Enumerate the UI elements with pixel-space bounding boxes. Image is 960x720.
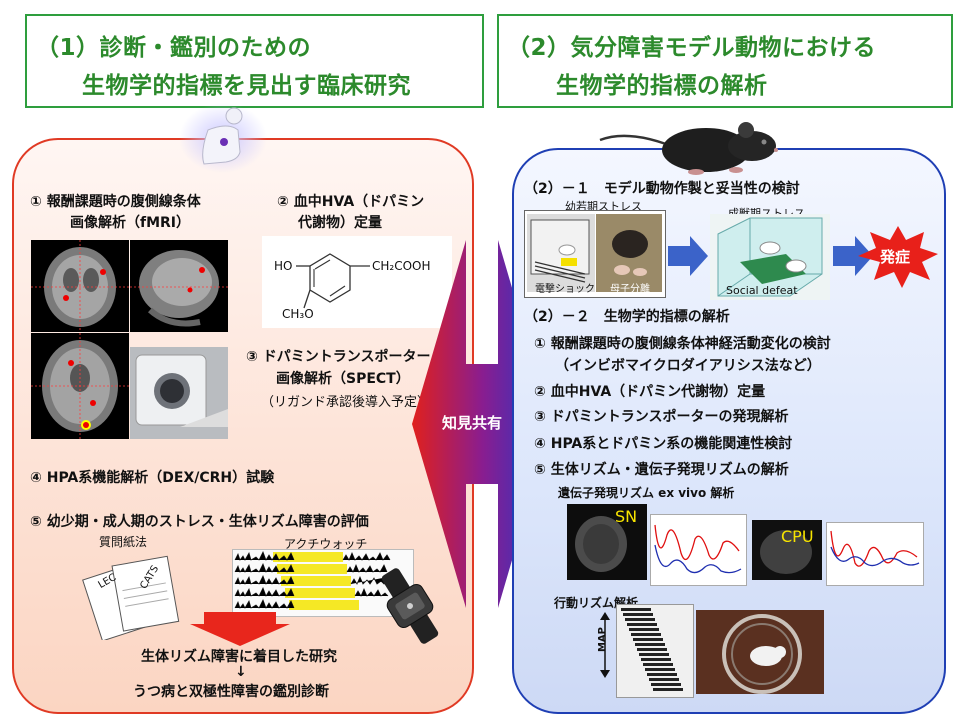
sn-rhythm-chart	[650, 514, 747, 586]
brain-coronal-scan	[31, 333, 129, 439]
differential-diagnosis-text: うつ病と双極性障害の鑑別診断	[133, 684, 329, 700]
neural-activity-item: ① 報酬課題時の腹側線条体神経活動変化の検討	[534, 336, 831, 352]
running-wheel-photo	[696, 610, 824, 694]
onset-burst-icon	[858, 226, 938, 288]
questionnaire-label: 質問紙法	[99, 535, 148, 549]
sn-label: SN	[615, 507, 638, 526]
electric-shock-image	[527, 214, 595, 292]
dat-expression-item: ③ ドパミントランスポーターの発現解析	[534, 409, 789, 425]
map-double-arrow-icon	[598, 612, 612, 678]
social-defeat-label: Social defeat	[726, 284, 798, 297]
fmri-item-title: ① 報酬課題時の腹側線条体	[30, 194, 201, 210]
brain-axial-scan	[31, 240, 129, 332]
left-title-line2: 生物学的指標を見出す臨床研究	[82, 73, 411, 99]
left-title-box	[25, 14, 484, 108]
blue-right-arrow-icon	[668, 236, 708, 276]
red-down-arrow-icon	[190, 612, 290, 646]
maternal-separation-label: 母子分離	[610, 284, 650, 295]
rhythm-analysis-item: ⑤ 生体リズム・遺伝子発現リズムの解析	[534, 462, 789, 478]
right-title-line2: 生物学的指標の解析	[556, 73, 768, 99]
cpu-bioluminescence-image	[752, 520, 822, 580]
right-title-line1: （2）気分障害モデル動物における	[507, 35, 877, 61]
left-title-line1: （1）診断・鑑別のための	[36, 35, 312, 61]
dat-item-subtitle: 画像解析（SPECT）	[276, 371, 410, 387]
microdialysis-note: （インビボマイクロダイアリシス法など）	[555, 358, 821, 374]
mouse-icon	[596, 116, 796, 176]
model-animal-section-title: （2）－１ モデル動物作製と妥当性の検討	[524, 181, 800, 197]
hva-item-subtitle: 代謝物）定量	[298, 215, 382, 231]
result-arrow-text: ↓	[235, 664, 247, 680]
electric-shock-label: 電撃ショック	[535, 284, 595, 295]
actigraphy-chart	[232, 549, 414, 617]
glowing-figure-icon	[178, 102, 268, 174]
young-stress-label: 幼若期ストレス	[565, 200, 642, 213]
rhythm-research-text: 生体リズム障害に着目した研究	[141, 649, 337, 665]
hva-item-title: ② 血中HVA（ドパミン	[277, 194, 425, 210]
fmri-item-subtitle: 画像解析（fMRI）	[70, 215, 191, 231]
hpa-dopamine-item: ④ HPA系とドパミン系の機能関連性検討	[534, 436, 793, 452]
knowledge-sharing-label: 知見共有	[442, 414, 503, 432]
hva-structure-diagram	[262, 236, 452, 328]
blue-right-arrow-icon-2	[833, 236, 873, 276]
maternal-separation-image	[596, 214, 662, 292]
dat-item-note: （リガンド承認後導入予定）	[261, 395, 431, 410]
dat-item-title: ③ ドパミントランスポーター	[246, 349, 431, 365]
stress-rhythm-item: ⑤ 幼少期・成人期のストレス・生体リズム障害の評価	[30, 514, 369, 530]
chem-ch2cooh-label: CH₂COOH	[372, 259, 431, 273]
right-title-box	[497, 14, 953, 108]
actogram-chart	[616, 604, 694, 698]
map-label: MAP	[597, 626, 609, 653]
biomarker-section-title: （2）－２ 生物学的指標の解析	[524, 309, 730, 325]
questionnaire-documents-icon	[78, 548, 188, 642]
cpu-label: CPU	[781, 527, 814, 546]
hpa-test-item: ④ HPA系機能解析（DEX/CRH）試験	[30, 470, 275, 486]
hva-quant-item: ② 血中HVA（ドパミン代謝物）定量	[534, 384, 766, 400]
social-defeat-image	[710, 214, 830, 300]
gene-rhythm-label: 遺伝子発現リズム ex vivo 解析	[558, 486, 735, 500]
actiwatch-device-icon	[370, 566, 450, 646]
onset-label: 発症	[880, 248, 911, 266]
cpu-rhythm-chart	[826, 522, 924, 586]
chem-ho-label: HO	[274, 259, 293, 273]
sn-bioluminescence-image	[567, 504, 647, 580]
actiwatch-label: アクチウォッチ	[284, 537, 368, 551]
mri-scanner-photo	[130, 347, 228, 439]
brain-sagittal-scan	[130, 240, 228, 332]
chem-och3-label: CH₃O	[282, 307, 314, 321]
